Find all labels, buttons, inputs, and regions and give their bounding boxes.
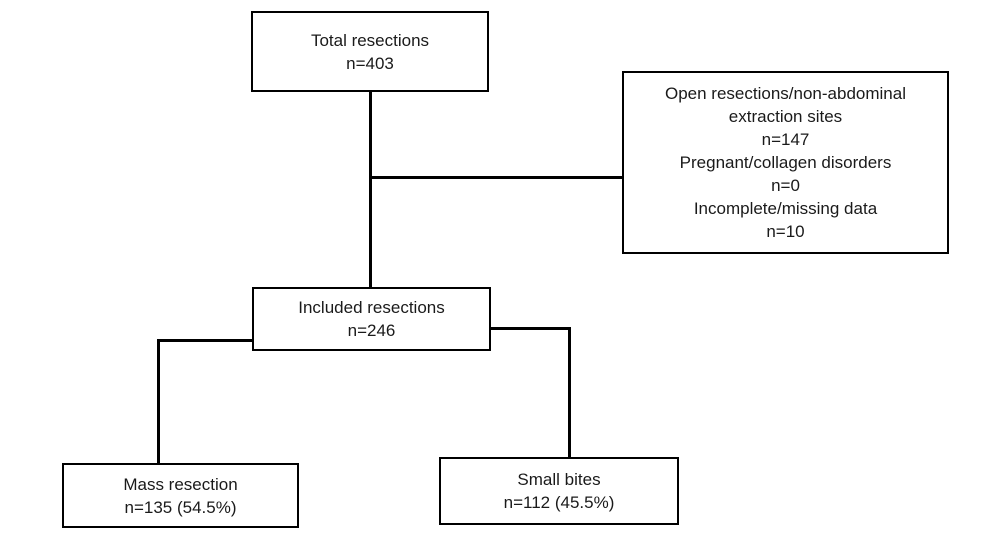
total-resections-count: n=403 bbox=[346, 53, 394, 73]
connector-left-branch-vertical bbox=[157, 339, 160, 463]
total-resections-box: Total resections n=403 bbox=[251, 11, 489, 92]
connector-right-branch-vertical bbox=[568, 327, 571, 458]
small-bites-count: n=112 (45.5%) bbox=[503, 493, 615, 512]
exclusion-pregnant-label: Pregnant/collagen disorders bbox=[679, 153, 892, 172]
exclusion-open-resections-count: n=147 bbox=[761, 130, 810, 149]
exclusion-missing-data-label: Incomplete/missing data bbox=[693, 199, 878, 218]
included-resections-label: Included resections bbox=[298, 298, 445, 317]
mass-resection-label: Mass resection bbox=[123, 474, 238, 494]
exclusion-open-resections-label: Open resections/non-abdominal bbox=[665, 84, 906, 103]
connector-right-branch-horizontal bbox=[490, 327, 571, 330]
mass-resection-count: n=135 (54.5%) bbox=[124, 497, 237, 517]
exclusion-criteria-box: Open resections/non-abdominal extraction… bbox=[622, 71, 949, 254]
included-resections-count: n=246 bbox=[347, 321, 396, 340]
mass-resection-box: Mass resection n=135 (54.5%) bbox=[62, 463, 299, 528]
exclusion-missing-data-count: n=10 bbox=[766, 222, 805, 241]
small-bites-label: Small bites bbox=[517, 470, 601, 489]
connector-left-branch-horizontal bbox=[157, 339, 253, 342]
total-resections-label: Total resections bbox=[310, 30, 430, 50]
exclusion-pregnant-count: n=0 bbox=[771, 176, 800, 195]
exclusion-extraction-sites-label: extraction sites bbox=[728, 107, 843, 126]
small-bites-box: Small bites n=112 (45.5%) bbox=[439, 457, 679, 525]
included-resections-box: Included resections n=246 bbox=[252, 287, 491, 351]
connector-to-exclusion bbox=[369, 176, 623, 179]
connector-total-to-included bbox=[369, 91, 372, 287]
